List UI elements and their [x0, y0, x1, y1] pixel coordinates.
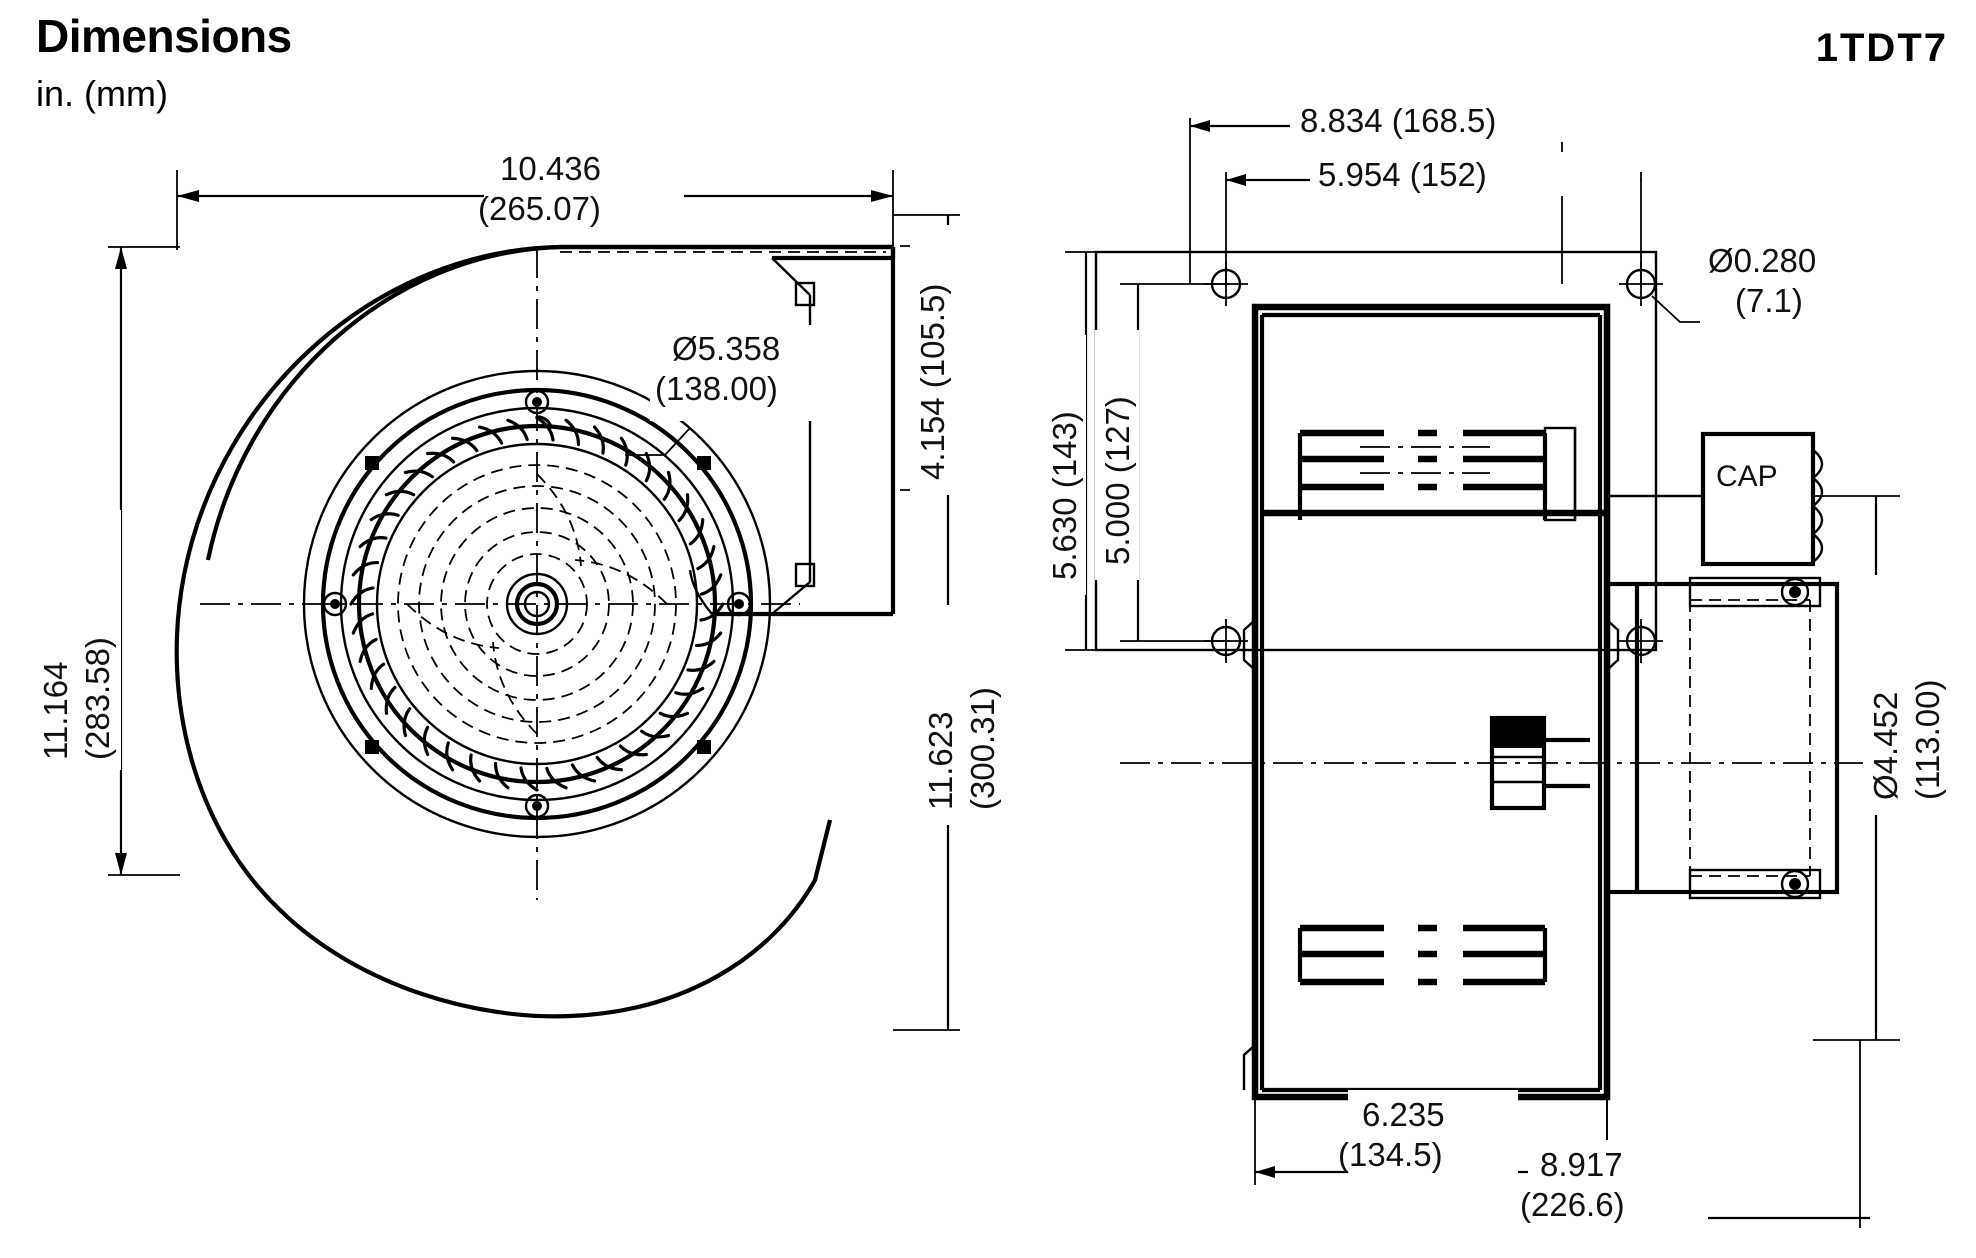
mounting-plate	[1094, 250, 1658, 652]
front-view	[108, 170, 960, 1031]
units-label: in. (mm)	[36, 73, 168, 115]
part-number-label: 1TDT7	[1815, 26, 1948, 70]
wheel-diameter-leader	[625, 427, 691, 456]
dim-wheel-dia-mm: (138.00)	[655, 370, 778, 407]
blower-housing-outline	[174, 244, 893, 1019]
motor-body	[1604, 576, 1840, 900]
dim-hole-dia-mm: (7.1)	[1735, 282, 1803, 319]
front-view-dimension-lines	[108, 170, 960, 1031]
dim-outlet-height: 4.154 (105.5)	[914, 284, 951, 480]
housing-flange-steps	[1242, 619, 1620, 1090]
dim-overall-height-mm: (283.58)	[79, 637, 116, 760]
dim-overall-width-mm: (265.07)	[478, 190, 601, 227]
dim-overall-depth-mm: (226.6)	[1520, 1186, 1625, 1223]
capacitor-label: CAP	[1716, 460, 1778, 493]
dim-flange-width: 8.834 (168.5)	[1300, 102, 1496, 139]
dim-overall-depth-v-in: 11.623	[922, 712, 959, 810]
front-view-centerlines	[200, 248, 800, 900]
title-block: Dimensions in. (mm)	[36, 12, 292, 114]
dim-overall-depth-in: 8.917	[1540, 1146, 1623, 1183]
dim-hole-dia-in: Ø0.280	[1708, 242, 1816, 279]
wheel-section-top	[1262, 424, 1607, 522]
dim-overall-width-in: 10.436	[500, 150, 601, 187]
dim-motor-dia-in: Ø4.452	[1867, 692, 1904, 800]
page-title: Dimensions	[36, 10, 292, 62]
dim-overall-depth-v-mm: (300.31)	[964, 687, 1001, 810]
dim-housing-depth-in: 6.235	[1362, 1096, 1445, 1133]
side-view-dimension-text: 8.834 (168.5) 5.954 (152) 5.630 (143) 5.…	[1042, 98, 1951, 1232]
dim-flange-height: 5.630 (143)	[1046, 411, 1083, 580]
dim-hole-spacing-height: 5.000 (127)	[1099, 396, 1136, 565]
dim-hole-spacing-width: 5.954 (152)	[1318, 156, 1487, 193]
dim-wheel-dia-in: Ø5.358	[672, 330, 780, 367]
dim-housing-depth-mm: (134.5)	[1338, 1136, 1443, 1173]
capacitor-box	[1607, 431, 1824, 567]
wheel-section-bottom	[1297, 920, 1548, 992]
dim-motor-dia-mm: (113.00)	[1909, 680, 1946, 800]
blower-wheel-blades	[349, 415, 725, 792]
dim-overall-height-in-2: 11.164	[37, 662, 74, 760]
mounting-holes	[1204, 262, 1663, 663]
discharge-outlet	[688, 247, 896, 617]
front-view-dimension-text: 10.436 (265.07) 11.164 11.164 (283.58) Ø…	[35, 146, 1008, 825]
housing-side-body	[1251, 303, 1611, 1101]
